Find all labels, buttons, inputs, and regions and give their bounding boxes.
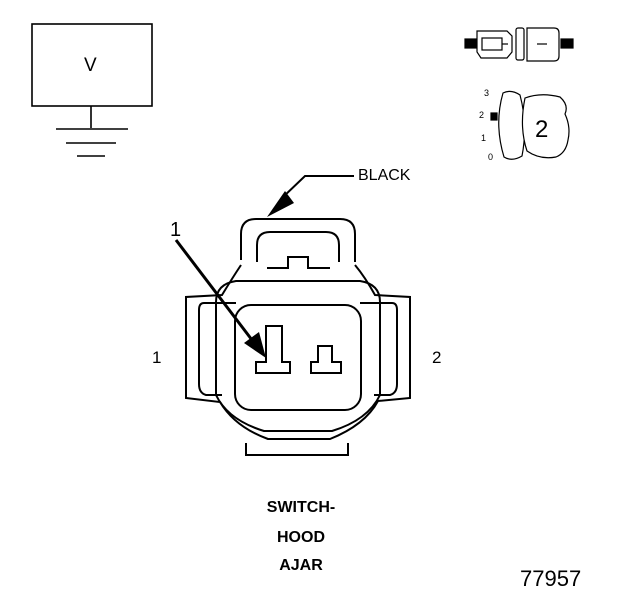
pin-2-label: 2 — [432, 348, 442, 367]
wire-color-label: BLACK — [358, 167, 411, 184]
scale-label-2: 2 — [479, 110, 485, 120]
caption-line-3: AJAR — [279, 557, 323, 574]
connector-code-label: 2 — [535, 116, 549, 143]
pin-1-label: 1 — [152, 348, 162, 367]
callout-number: 1 — [170, 219, 182, 241]
scale-label-3: 3 — [484, 88, 490, 98]
figure-number: 77957 — [520, 566, 582, 591]
caption-line-2: HOOD — [277, 529, 325, 546]
terminal-1-callout-arrow — [174, 239, 266, 358]
scale-label-1: 1 — [481, 133, 487, 143]
voltmeter-letter: V — [84, 55, 97, 76]
caption-line-1: SWITCH- — [266, 499, 336, 516]
scale-label-0: 0 — [488, 152, 494, 162]
connector-face — [185, 218, 411, 456]
body-position-icon — [490, 90, 570, 160]
connector-side-view-icon — [464, 27, 574, 62]
voltmeter-symbol — [31, 23, 153, 157]
wire-color-leader — [267, 175, 354, 217]
